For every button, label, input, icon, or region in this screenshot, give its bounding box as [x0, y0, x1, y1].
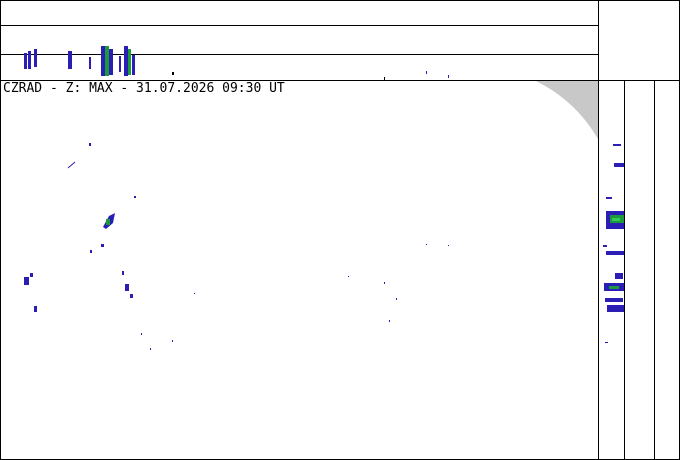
side-panel-echoes	[603, 144, 624, 343]
top-panel-echoes	[24, 46, 449, 80]
radar-caption: CZRAD - Z: MAX - 31.07.2026 09:30 UT	[3, 81, 285, 96]
out-of-range-mask	[536, 81, 598, 139]
main-map-echoes	[24, 143, 449, 350]
